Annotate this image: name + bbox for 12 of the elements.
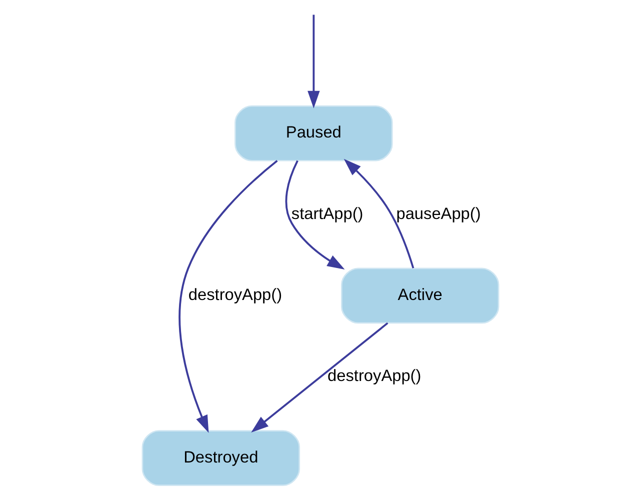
- arrow: [251, 322, 388, 432]
- edge-label: destroyApp(): [188, 286, 282, 304]
- arrow: [308, 14, 320, 108]
- node-box: Destroyed: [142, 430, 300, 486]
- arrow: [344, 158, 414, 268]
- node-box: Paused: [234, 105, 393, 162]
- arrow: [285, 160, 345, 270]
- edge-label: startApp(): [291, 204, 364, 223]
- arrow: [178, 160, 278, 433]
- edge-label: pauseApp(): [396, 204, 481, 223]
- edge-label: destroyApp(): [328, 367, 422, 386]
- node-box: Active: [340, 268, 500, 324]
